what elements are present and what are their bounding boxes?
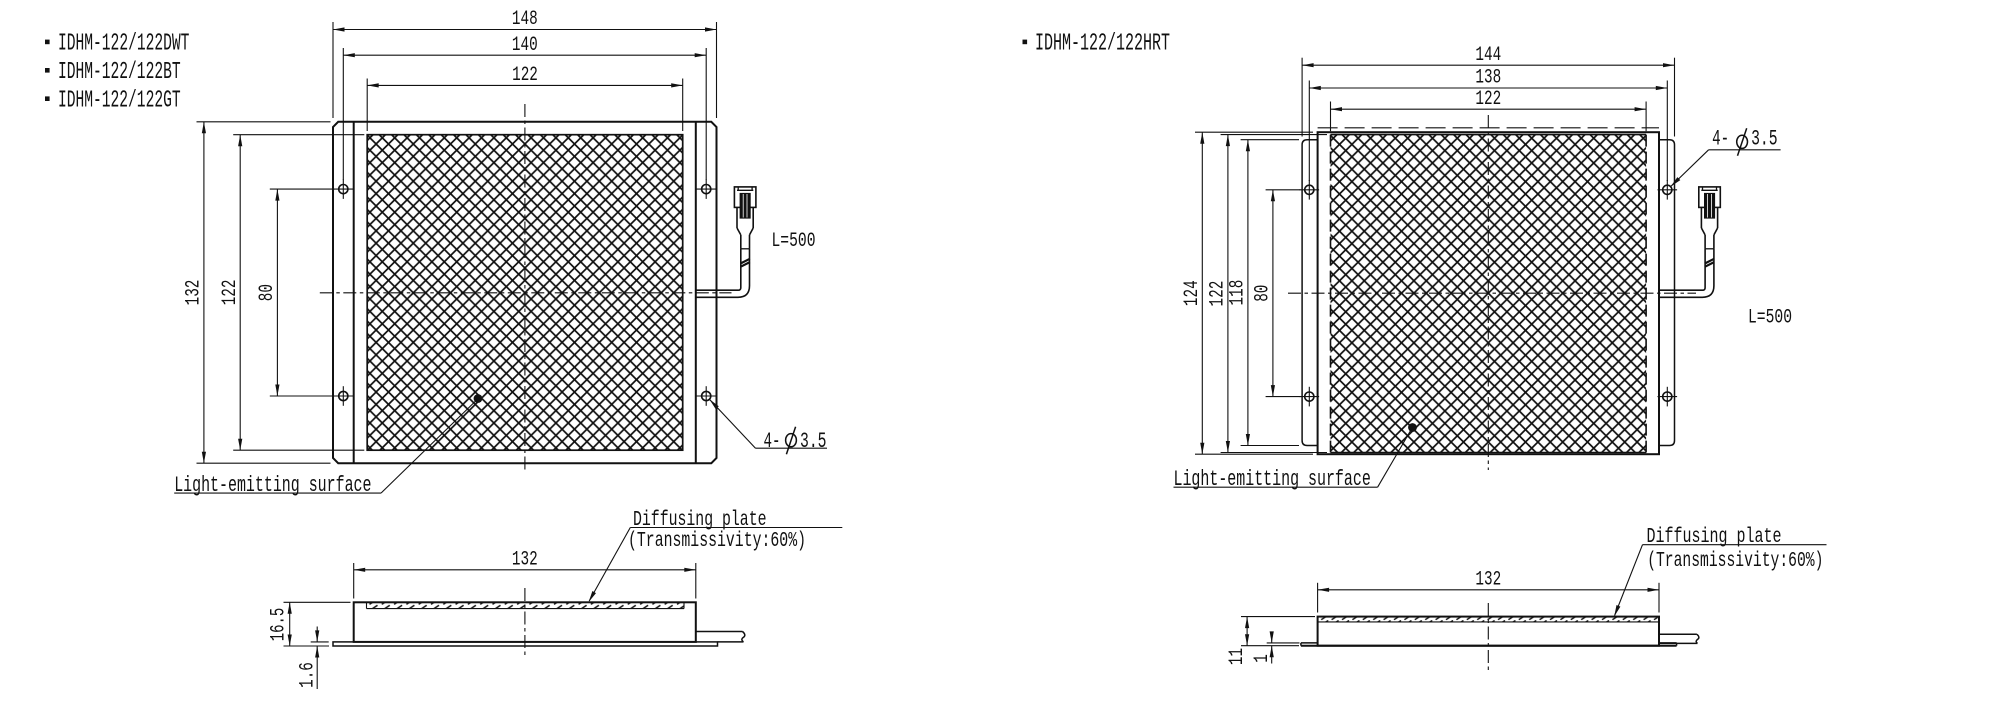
svg-text:140: 140 bbox=[512, 34, 538, 57]
svg-text:4-: 4- bbox=[1712, 126, 1729, 151]
svg-text:Diffusing plate: Diffusing plate bbox=[633, 508, 767, 532]
svg-text:80: 80 bbox=[256, 284, 279, 301]
svg-text:IDHM-122/122BT: IDHM-122/122BT bbox=[58, 59, 181, 86]
svg-text:80: 80 bbox=[1252, 285, 1275, 302]
svg-text:(Transmissivity:60%): (Transmissivity:60%) bbox=[1647, 549, 1823, 573]
svg-text:122: 122 bbox=[219, 280, 242, 306]
svg-text:132: 132 bbox=[183, 280, 206, 306]
svg-text:L=500: L=500 bbox=[772, 230, 816, 253]
svg-text:122: 122 bbox=[1207, 281, 1230, 307]
svg-text:122: 122 bbox=[512, 64, 538, 87]
svg-text:Light-emitting surface: Light-emitting surface bbox=[1174, 467, 1371, 492]
svg-text:3.5: 3.5 bbox=[1751, 126, 1778, 151]
svg-text:148: 148 bbox=[512, 8, 538, 31]
svg-text:Light-emitting surface: Light-emitting surface bbox=[174, 473, 371, 498]
svg-text:132: 132 bbox=[1475, 569, 1501, 592]
svg-text:4-: 4- bbox=[764, 429, 781, 454]
svg-text:1: 1 bbox=[1251, 654, 1274, 663]
svg-text:IDHM-122/122DWT: IDHM-122/122DWT bbox=[58, 31, 189, 58]
svg-text:16.5: 16.5 bbox=[267, 608, 290, 642]
svg-text:144: 144 bbox=[1475, 44, 1501, 67]
svg-text:IDHM-122/122HRT: IDHM-122/122HRT bbox=[1035, 31, 1170, 58]
svg-text:L=500: L=500 bbox=[1748, 307, 1792, 330]
svg-text:1.6: 1.6 bbox=[297, 662, 320, 688]
svg-text:122: 122 bbox=[1475, 88, 1501, 111]
svg-text:3.5: 3.5 bbox=[800, 429, 827, 454]
svg-text:124: 124 bbox=[1181, 280, 1204, 306]
svg-text:11: 11 bbox=[1226, 648, 1249, 665]
svg-text:132: 132 bbox=[512, 549, 538, 572]
svg-text:(Transmissivity:60%): (Transmissivity:60%) bbox=[628, 529, 806, 553]
svg-text:IDHM-122/122GT: IDHM-122/122GT bbox=[58, 87, 181, 114]
svg-text:Diffusing plate: Diffusing plate bbox=[1647, 525, 1782, 549]
svg-text:138: 138 bbox=[1475, 67, 1501, 90]
svg-text:118: 118 bbox=[1227, 280, 1250, 306]
